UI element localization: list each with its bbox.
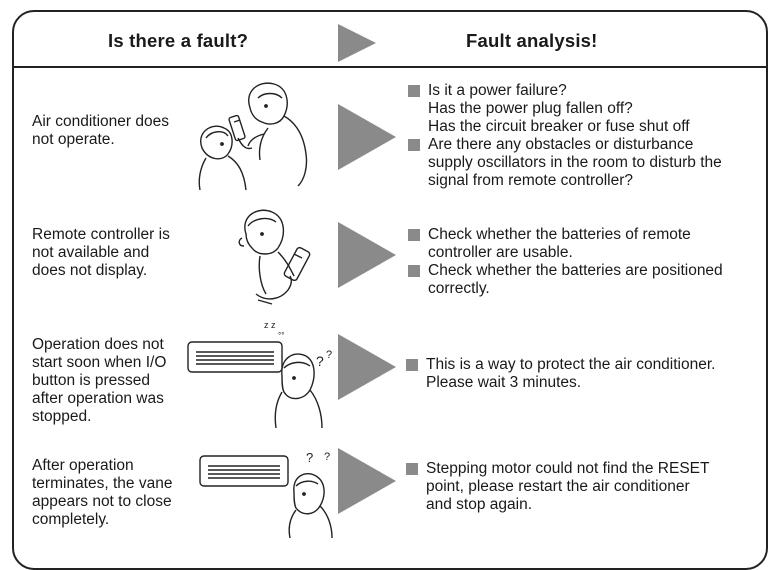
analysis-line: Stepping motor could not find the RESET [406,460,709,478]
fault-text-row-2: Remote controller is not available and d… [32,226,170,279]
analysis-line: correctly. [428,280,490,297]
svg-text:?: ? [324,451,330,463]
analysis-column-header: Fault analysis! [466,30,598,51]
row-1-arrow-icon [338,104,396,170]
svg-text:z z: z z [264,320,276,330]
analysis-line: Has the power plug fallen off? [428,100,633,117]
svg-text:?: ? [306,450,313,465]
bullet-square-icon [406,463,418,475]
header-arrow-icon [338,24,376,62]
analysis-line: Check whether the batteries of remote [408,226,723,244]
fault-text-row-4: After operation terminates, the vane app… [32,457,173,528]
bullet-square-icon [408,229,420,241]
bullet-square-icon [406,359,418,371]
fault-column-header: Is there a fault? [108,30,249,51]
bullet-square-icon [408,265,420,277]
bullet-square-icon [408,85,420,97]
analysis-line: Has the circuit breaker or fuse shut off [428,118,690,135]
row-3-arrow-icon [338,334,396,400]
svg-text:?: ? [326,349,332,361]
analysis-line: Are there any obstacles or disturbance [408,136,722,154]
row-4-arrow-icon [338,448,396,514]
analysis-line: controller are usable. [428,244,573,261]
sleeping-unit-confused-man-illustration: z z °° ? ? [186,318,338,430]
man-with-remote-illustration [232,204,328,308]
analysis-line: supply oscillators in the room to distur… [428,154,722,171]
row-2-arrow-icon [338,222,396,288]
analysis-line: and stop again. [426,496,533,513]
analysis-line: Please wait 3 minutes. [426,374,582,391]
fault-text-row-1: Air conditioner does not operate. [32,113,169,148]
analysis-text-row-3: This is a way to protect the air conditi… [406,356,715,392]
analysis-line: Check whether the batteries are position… [408,262,723,280]
svg-text:°°: °° [278,331,284,340]
analysis-text-row-2: Check whether the batteries of remote co… [408,226,723,298]
analysis-line: Is it a power failure? [408,82,722,100]
header-divider [12,66,768,68]
bullet-square-icon [408,139,420,151]
analysis-line: This is a way to protect the air conditi… [406,356,715,374]
svg-text:?: ? [316,353,324,369]
analysis-line: signal from remote controller? [428,172,634,189]
analysis-text-row-4: Stepping motor could not find the RESET … [406,460,709,514]
fault-text-row-3: Operation does not start soon when I/O b… [32,336,167,425]
analysis-line: point, please restart the air conditione… [426,478,690,495]
couple-with-remote-illustration [186,76,316,192]
analysis-text-row-1: Is it a power failure? Has the power plu… [408,82,722,190]
unit-and-puzzled-man-illustration: ? ? [198,446,342,538]
